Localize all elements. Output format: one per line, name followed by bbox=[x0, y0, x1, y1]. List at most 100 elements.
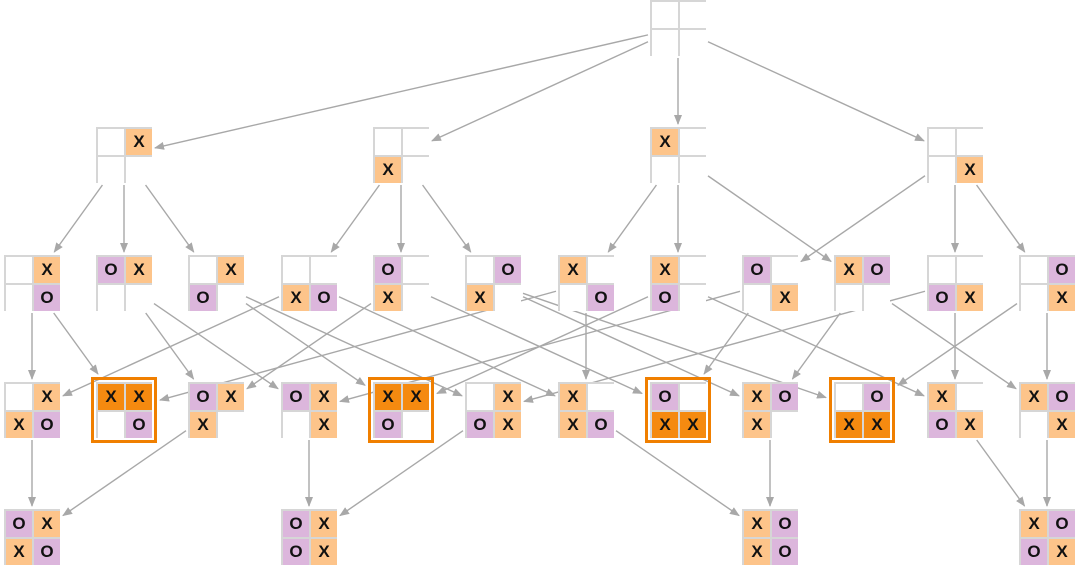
cell-x: X bbox=[375, 157, 401, 183]
cell-empty bbox=[375, 129, 401, 155]
cell-o: O bbox=[34, 412, 60, 438]
cell-o: O bbox=[1049, 511, 1075, 537]
cell-x: X bbox=[495, 412, 521, 438]
cell-o: O bbox=[126, 412, 152, 438]
cell-x: X bbox=[6, 539, 32, 565]
edge-arrow bbox=[897, 303, 1018, 386]
cell-o: O bbox=[311, 285, 337, 311]
cell-x: X bbox=[1049, 412, 1075, 438]
cell-x: X bbox=[218, 257, 244, 283]
cell-x: X bbox=[772, 285, 798, 311]
cell-empty bbox=[218, 285, 244, 311]
cell-x: X bbox=[957, 285, 983, 311]
edge-arrow bbox=[338, 296, 556, 397]
cell-empty bbox=[929, 157, 955, 183]
cell-empty bbox=[6, 384, 32, 410]
cell-o: O bbox=[772, 511, 798, 537]
cell-empty bbox=[98, 157, 124, 183]
cell-empty bbox=[836, 384, 862, 410]
cell-empty bbox=[929, 257, 955, 283]
cell-empty bbox=[403, 412, 429, 438]
edge-arrow bbox=[421, 184, 472, 253]
edge-arrow bbox=[707, 175, 832, 263]
cell-x: X bbox=[652, 257, 678, 283]
cell-o: O bbox=[1049, 257, 1075, 283]
board: X bbox=[373, 127, 429, 183]
cell-x: X bbox=[126, 384, 152, 410]
cell-x: X bbox=[126, 129, 152, 155]
cell-empty bbox=[588, 384, 614, 410]
cell-empty bbox=[957, 129, 983, 155]
cell-empty bbox=[190, 257, 216, 283]
cell-o: O bbox=[864, 257, 890, 283]
cell-empty bbox=[311, 257, 337, 283]
edge-arrow bbox=[330, 184, 381, 253]
cell-empty bbox=[495, 285, 521, 311]
cell-empty bbox=[98, 129, 124, 155]
cell-x: X bbox=[311, 539, 337, 565]
cell-x: X bbox=[375, 285, 401, 311]
cell-empty bbox=[98, 412, 124, 438]
cell-empty bbox=[744, 285, 770, 311]
cell-empty bbox=[126, 157, 152, 183]
cell-x: X bbox=[560, 257, 586, 283]
cell-empty bbox=[467, 257, 493, 283]
edge-arrow bbox=[154, 34, 649, 150]
cell-x: X bbox=[375, 384, 401, 410]
cell-o: O bbox=[772, 384, 798, 410]
cell-o: O bbox=[98, 257, 124, 283]
cell-empty bbox=[680, 285, 706, 311]
cell-x: X bbox=[1021, 511, 1047, 537]
cell-o: O bbox=[1049, 384, 1075, 410]
cell-empty bbox=[680, 257, 706, 283]
cell-x: X bbox=[6, 412, 32, 438]
cell-o: O bbox=[6, 511, 32, 537]
cell-empty bbox=[6, 285, 32, 311]
board bbox=[650, 0, 706, 56]
cell-o: O bbox=[652, 384, 678, 410]
cell-x: X bbox=[1021, 384, 1047, 410]
edge-arrow bbox=[607, 184, 658, 253]
edge-arrow bbox=[62, 430, 187, 517]
cell-o: O bbox=[744, 257, 770, 283]
edge-arrow bbox=[339, 430, 464, 517]
cell-x: X bbox=[34, 257, 60, 283]
cell-o: O bbox=[283, 539, 309, 565]
cell-x: X bbox=[744, 412, 770, 438]
cell-x: X bbox=[311, 412, 337, 438]
cell-x: X bbox=[126, 257, 152, 283]
cell-x: X bbox=[560, 384, 586, 410]
cell-o: O bbox=[864, 384, 890, 410]
edge-arrow bbox=[430, 296, 643, 395]
cell-o: O bbox=[467, 412, 493, 438]
edge-arrow bbox=[144, 184, 195, 253]
cell-o: O bbox=[34, 285, 60, 311]
cell-empty bbox=[560, 285, 586, 311]
cell-x: X bbox=[495, 384, 521, 410]
cell-o: O bbox=[375, 257, 401, 283]
cell-empty bbox=[680, 2, 706, 28]
board: X bbox=[650, 127, 706, 183]
cell-x: X bbox=[652, 412, 678, 438]
cell-x: X bbox=[218, 384, 244, 410]
edge-arrow bbox=[522, 296, 740, 397]
cell-o: O bbox=[772, 539, 798, 565]
edge-arrow bbox=[145, 312, 195, 380]
cell-empty bbox=[772, 257, 798, 283]
edge-arrow bbox=[153, 303, 279, 390]
